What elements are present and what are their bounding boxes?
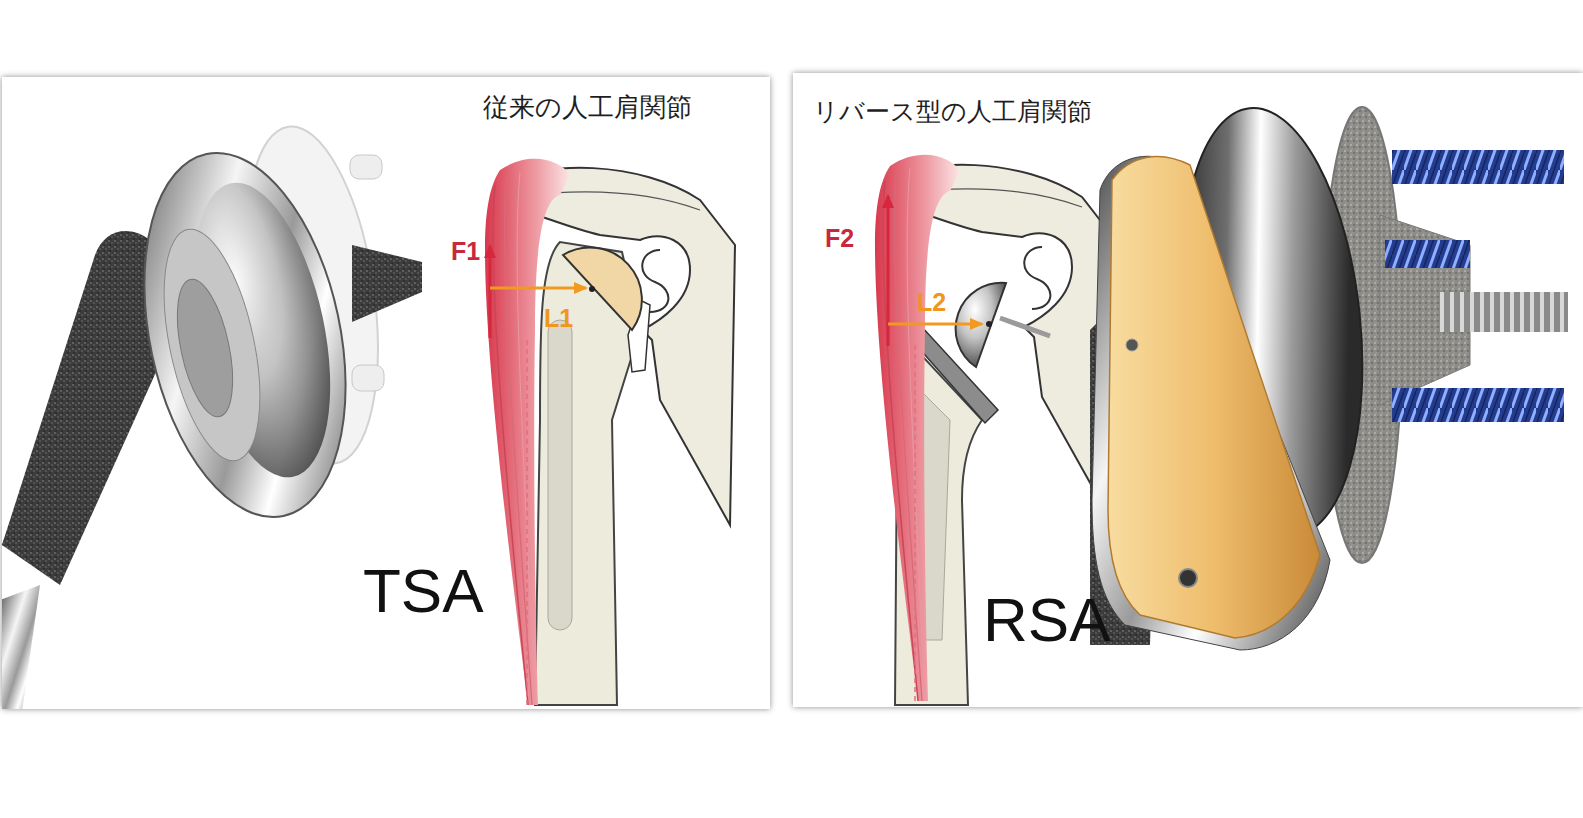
- panel-heading: 従来の人工肩関節: [483, 93, 692, 122]
- panel: リバース型の人工肩関節 RSA: [793, 73, 1583, 707]
- force-label: F1: [451, 239, 480, 264]
- force-label: L1: [544, 306, 573, 331]
- panel-heading: リバース型の人工肩関節: [813, 98, 1092, 126]
- model-name: RSA: [983, 586, 1110, 654]
- model-name: TSA: [363, 557, 484, 625]
- force-label: L2: [917, 290, 946, 315]
- force-label: F2: [825, 226, 854, 251]
- panel: 従来の人工肩関節 TSA: [2, 77, 770, 709]
